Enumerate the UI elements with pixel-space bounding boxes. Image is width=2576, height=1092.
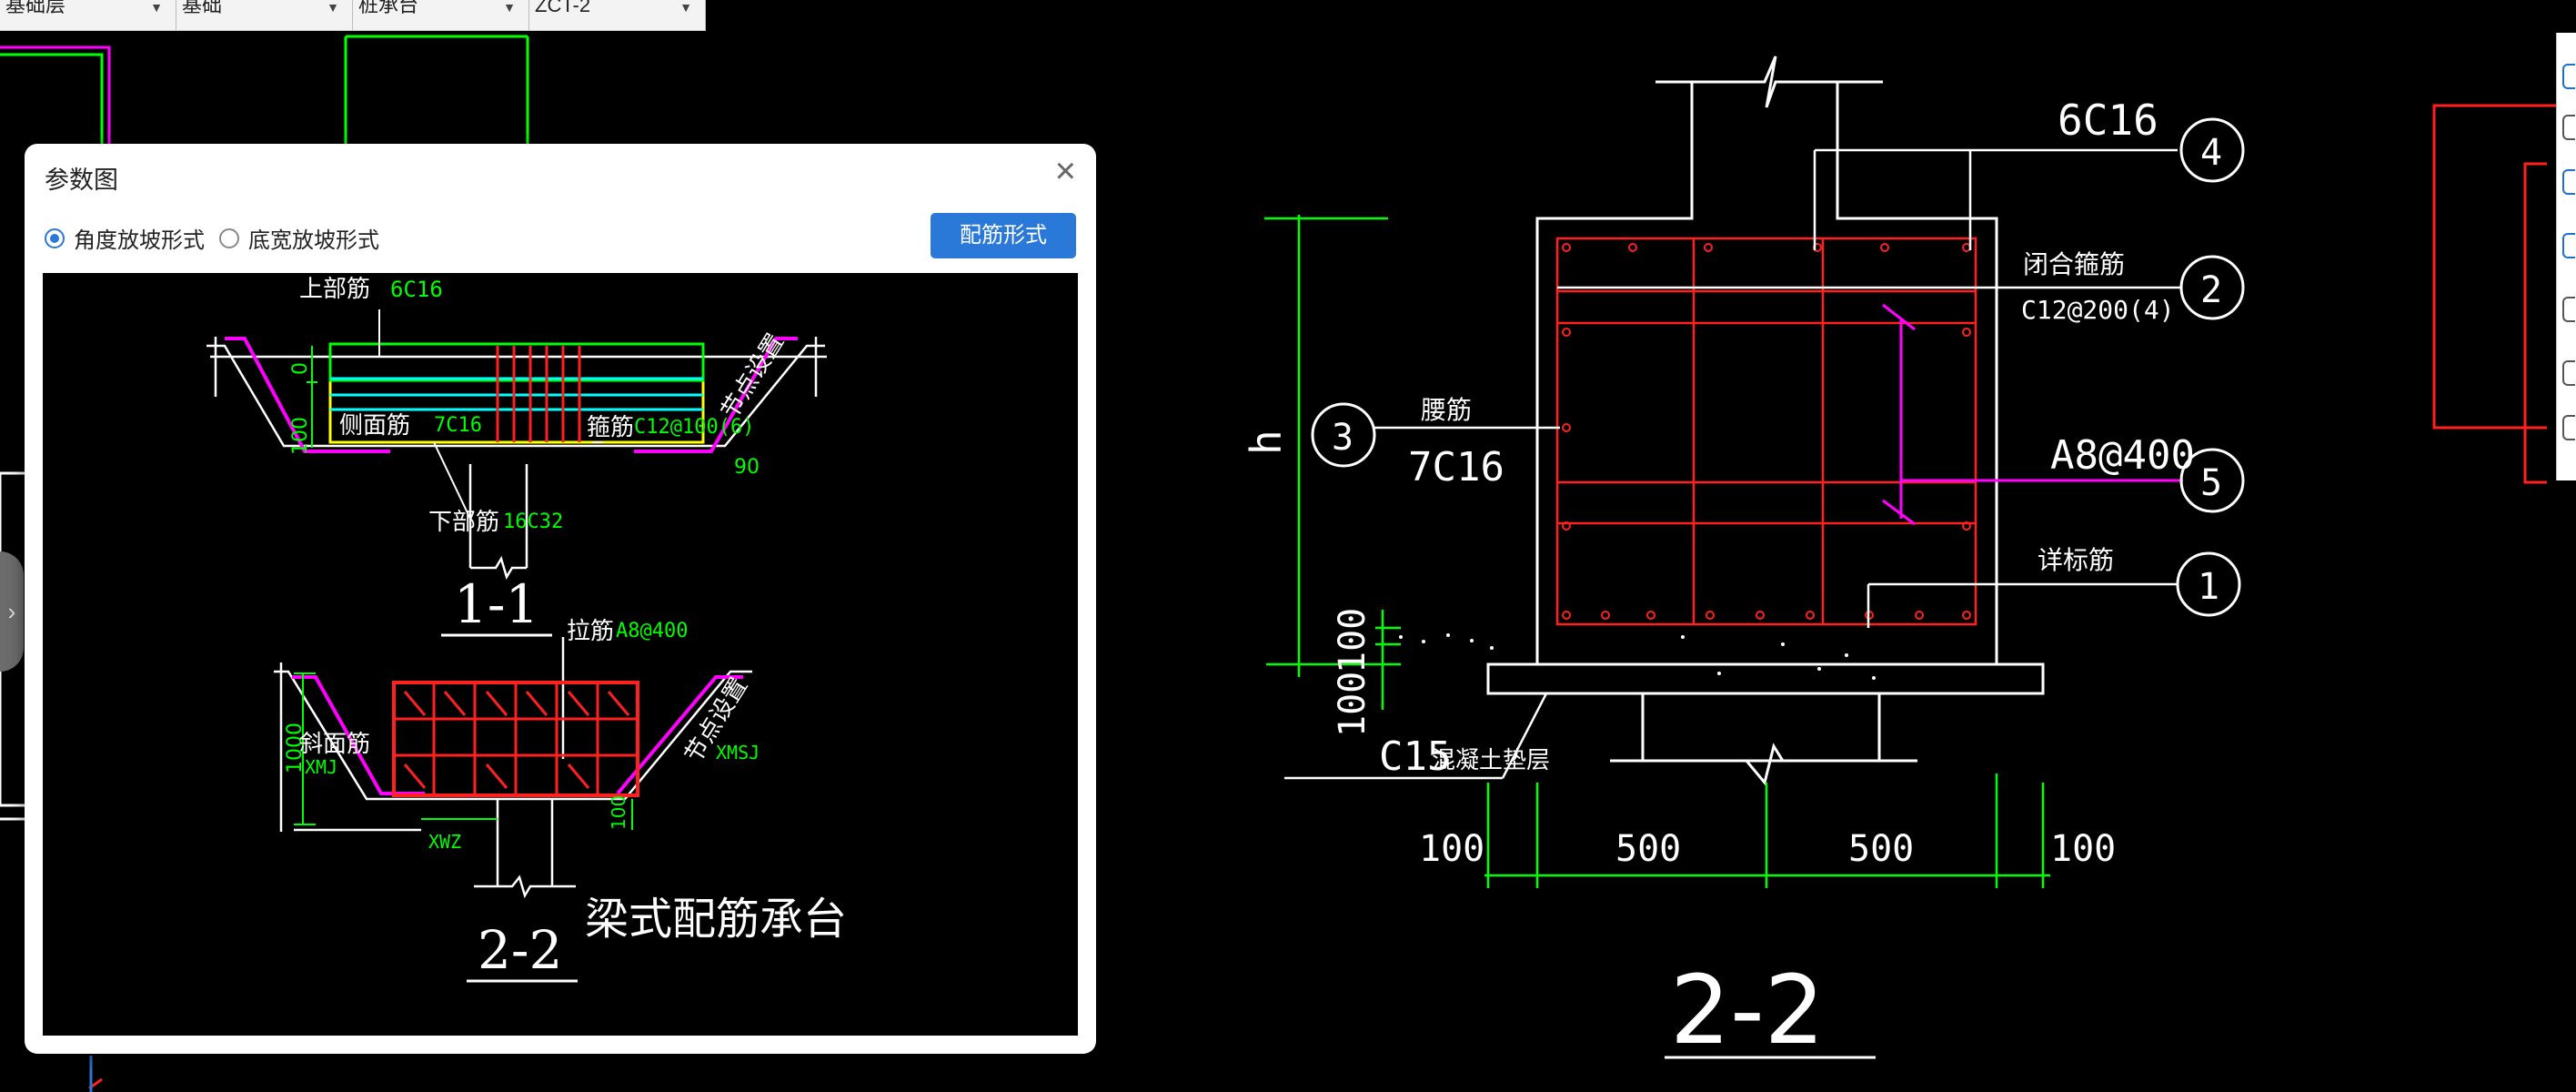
label-h: h [1242,430,1291,455]
component-type-select-value: 桩承台 [358,0,419,16]
fig1-stirrup-label: 箍筋 [587,414,634,441]
cube-icon[interactable] [2562,169,2575,195]
radio-angle-slope-label[interactable]: 角度放坡形式 [74,228,205,253]
parameter-diagram-dialog: 参数图 × 角度放坡形式 底宽放坡形式 配筋形式 [25,144,1096,1054]
dim-bottom-3: 500 [1848,828,1914,870]
fig2-dim-1000: 1000 [284,723,307,774]
tool-icon[interactable] [2562,297,2575,322]
fig2-tie-bar-value: A8@400 [616,620,688,642]
dim-bottom-1: 100 [1419,828,1484,870]
label-waist-bar: 腰筋 [1421,395,1472,425]
fig1-bottom-bar-label: 下部筋 [428,509,499,536]
dialog-title: 参数图 [45,167,118,194]
chevron-down-icon: ▼ [150,0,163,15]
chevron-down-icon: ▼ [503,0,516,15]
component-type-select[interactable]: 桩承台 ▼ [353,0,529,30]
slope-form-radio-group: 角度放坡形式 底宽放坡形式 [45,222,394,254]
floor-select[interactable]: 基础层 ▼ [0,0,176,30]
fig2-xwz: XWZ [428,831,461,853]
fig2-tie-bar-label: 拉筋 [567,618,614,645]
right-tool-strip [2556,33,2576,480]
chevron-right-icon: › [7,598,16,625]
chevron-down-icon: ▼ [679,0,692,15]
label-top-bar-value: 6C16 [2058,96,2158,145]
label-ring-stirrup-value: C12@200(4) [2021,295,2175,325]
rebar-config-button[interactable]: 配筋形式 [931,213,1076,258]
radio-width-slope[interactable] [219,228,239,248]
parameter-figure: 上部筋 6C16 0 100 侧面筋 7C16 箍筋 C12@100(6) 节点… [43,273,1078,1036]
fig1-stirrup-value: C12@100(6) [634,416,754,439]
fig2-xmsj: XMSJ [716,742,760,763]
fig1-section-label: 1-1 [454,573,538,635]
section-title: 2-2 [1670,955,1825,1066]
dim-left-100-b: 100 [1332,672,1374,737]
layer-toolbar: 基础层 ▼ 基础 ▼ 桩承台 ▼ ZCT-2 ▼ [0,0,706,31]
label-base-concrete-suffix: 混凝土垫层 [1432,747,1550,774]
fig2-section-label: 2-2 [478,919,562,981]
fig2-caption: 梁式配筋承台 [585,894,847,945]
fig1-angle: 90 [734,456,760,479]
category-select-value: 基础 [182,0,223,16]
fig1-dim-0: 0 [289,362,312,375]
fig1-dim-100: 100 [289,417,312,455]
marker-1: 1 [2198,566,2219,608]
fig1-bottom-bar-value: 16C32 [503,511,563,533]
chevron-down-icon: ▼ [327,0,339,15]
radio-angle-slope[interactable] [45,228,65,248]
label-detail-bar: 详标筋 [2038,545,2114,575]
dim-bottom-2: 500 [1615,828,1681,870]
dim-left-100-a: 100 [1332,608,1374,673]
fig2-dim-100: 100 [608,795,629,830]
radio-width-slope-label[interactable]: 底宽放坡形式 [248,228,379,253]
label-tie-value: A8@400 [2050,432,2195,479]
marker-2: 2 [2200,269,2222,311]
panel-icon[interactable] [2562,233,2575,258]
expand-left-panel-button[interactable]: › [0,551,24,672]
marker-3: 3 [1332,417,1353,459]
label-ring-stirrup: 闭合箍筋 [2023,249,2125,279]
layer-icon[interactable] [2562,115,2575,140]
label-base-concrete: C15 [1379,733,1451,780]
dim-bottom-4: 100 [2050,828,2116,870]
fig2-slope-bar-label: 斜面筋 [299,731,370,758]
marker-4: 4 [2200,132,2222,174]
fig1-side-bar-label: 侧面筋 [339,412,410,440]
label-waist-bar-value: 7C16 [1408,444,1504,490]
category-select[interactable]: 基础 ▼ [176,0,353,30]
component-name-select-value: ZCT-2 [535,0,591,16]
cloud-icon[interactable] [2562,64,2575,89]
floor-select-value: 基础层 [5,0,66,16]
fig1-node-setting: 节点设置 [716,329,790,424]
tool2-icon[interactable] [2562,360,2575,386]
fig1-top-bar-label: 上部筋 [299,276,370,303]
tool3-icon[interactable] [2562,415,2575,440]
close-icon[interactable]: × [1054,151,1076,191]
fig1-top-bar-value: 6C16 [390,277,443,302]
component-name-select[interactable]: ZCT-2 ▼ [529,0,706,30]
fig2-xmj: XMJ [305,756,337,778]
marker-5: 5 [2200,462,2222,504]
fig1-side-bar-value: 7C16 [434,414,482,437]
